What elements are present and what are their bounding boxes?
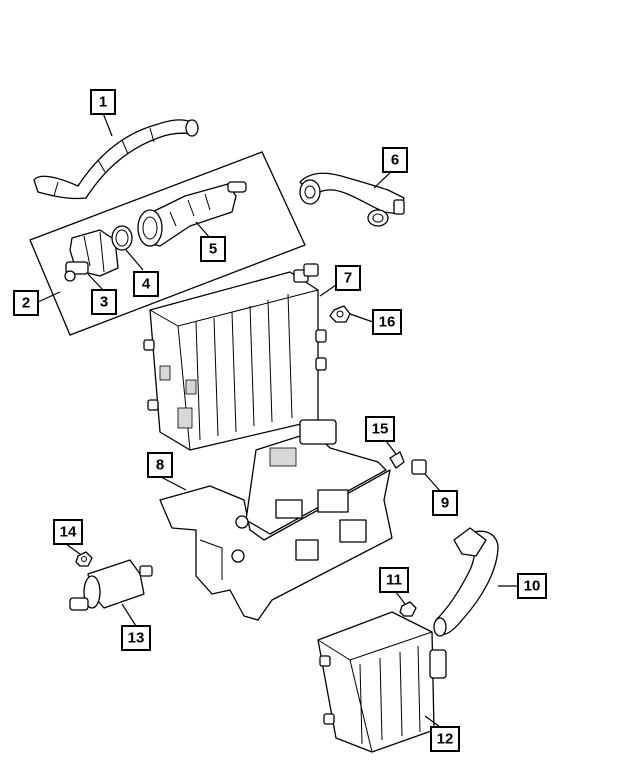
part-14-nut xyxy=(75,551,93,567)
callout-6: 6 xyxy=(382,147,408,173)
callout-2: 2 xyxy=(13,290,39,316)
svg-text:14: 14 xyxy=(60,524,77,541)
part-3-valve xyxy=(64,229,119,282)
assembly-group-frame xyxy=(29,151,306,336)
callout-14: 14 xyxy=(53,519,83,545)
leader-1 xyxy=(102,112,113,137)
leader-12 xyxy=(424,715,441,728)
svg-text:12: 12 xyxy=(437,731,454,748)
svg-text:16: 16 xyxy=(379,314,396,331)
leader-7 xyxy=(319,284,337,297)
leader-16 xyxy=(349,313,374,323)
part-7-canister xyxy=(143,263,327,451)
leader-14 xyxy=(65,543,81,555)
part-1-hose xyxy=(33,119,199,200)
leader-15 xyxy=(385,440,397,455)
leader-8 xyxy=(158,475,187,491)
part-4-oring xyxy=(111,225,133,251)
part-13-filter xyxy=(69,559,153,611)
part-11-nut xyxy=(399,601,417,617)
svg-text:13: 13 xyxy=(128,630,145,647)
callout-9: 9 xyxy=(432,490,458,516)
leader-11 xyxy=(395,591,406,605)
svg-text:2: 2 xyxy=(22,295,30,312)
callout-10: 10 xyxy=(517,573,547,599)
part-6-hose xyxy=(299,172,405,227)
svg-text:8: 8 xyxy=(156,457,164,474)
svg-text:11: 11 xyxy=(386,572,402,589)
svg-text:7: 7 xyxy=(344,270,352,287)
svg-text:3: 3 xyxy=(100,294,108,311)
leader-13 xyxy=(121,603,137,627)
svg-text:6: 6 xyxy=(391,152,399,169)
part-9-clip xyxy=(411,459,427,475)
part-5-valve-body xyxy=(137,181,247,247)
callout-15: 15 xyxy=(365,416,395,442)
callout-5: 5 xyxy=(200,236,226,262)
part-16-nut xyxy=(329,305,351,323)
part-10-hose xyxy=(433,527,499,637)
part-15-bolt xyxy=(389,451,405,469)
svg-text:10: 10 xyxy=(524,578,541,595)
leader-4 xyxy=(125,249,144,271)
part-8-bracket xyxy=(159,419,393,621)
svg-text:9: 9 xyxy=(441,495,449,512)
callout-1: 1 xyxy=(90,89,116,115)
leader-9 xyxy=(424,473,441,492)
leader-2 xyxy=(37,291,61,303)
callout-8: 8 xyxy=(147,452,173,478)
callout-4: 4 xyxy=(133,271,159,297)
svg-text:4: 4 xyxy=(142,276,151,293)
part-12-canister xyxy=(317,611,447,753)
callout-12: 12 xyxy=(430,726,460,752)
svg-text:5: 5 xyxy=(209,241,217,258)
leader-3 xyxy=(87,273,104,291)
callout-7: 7 xyxy=(335,265,361,291)
callout-16: 16 xyxy=(372,309,402,335)
callout-13: 13 xyxy=(121,625,151,651)
svg-text:15: 15 xyxy=(372,421,389,438)
callout-3: 3 xyxy=(91,289,117,315)
svg-text:1: 1 xyxy=(99,94,107,111)
callout-11: 11 xyxy=(379,567,409,593)
leader-5 xyxy=(195,221,211,239)
